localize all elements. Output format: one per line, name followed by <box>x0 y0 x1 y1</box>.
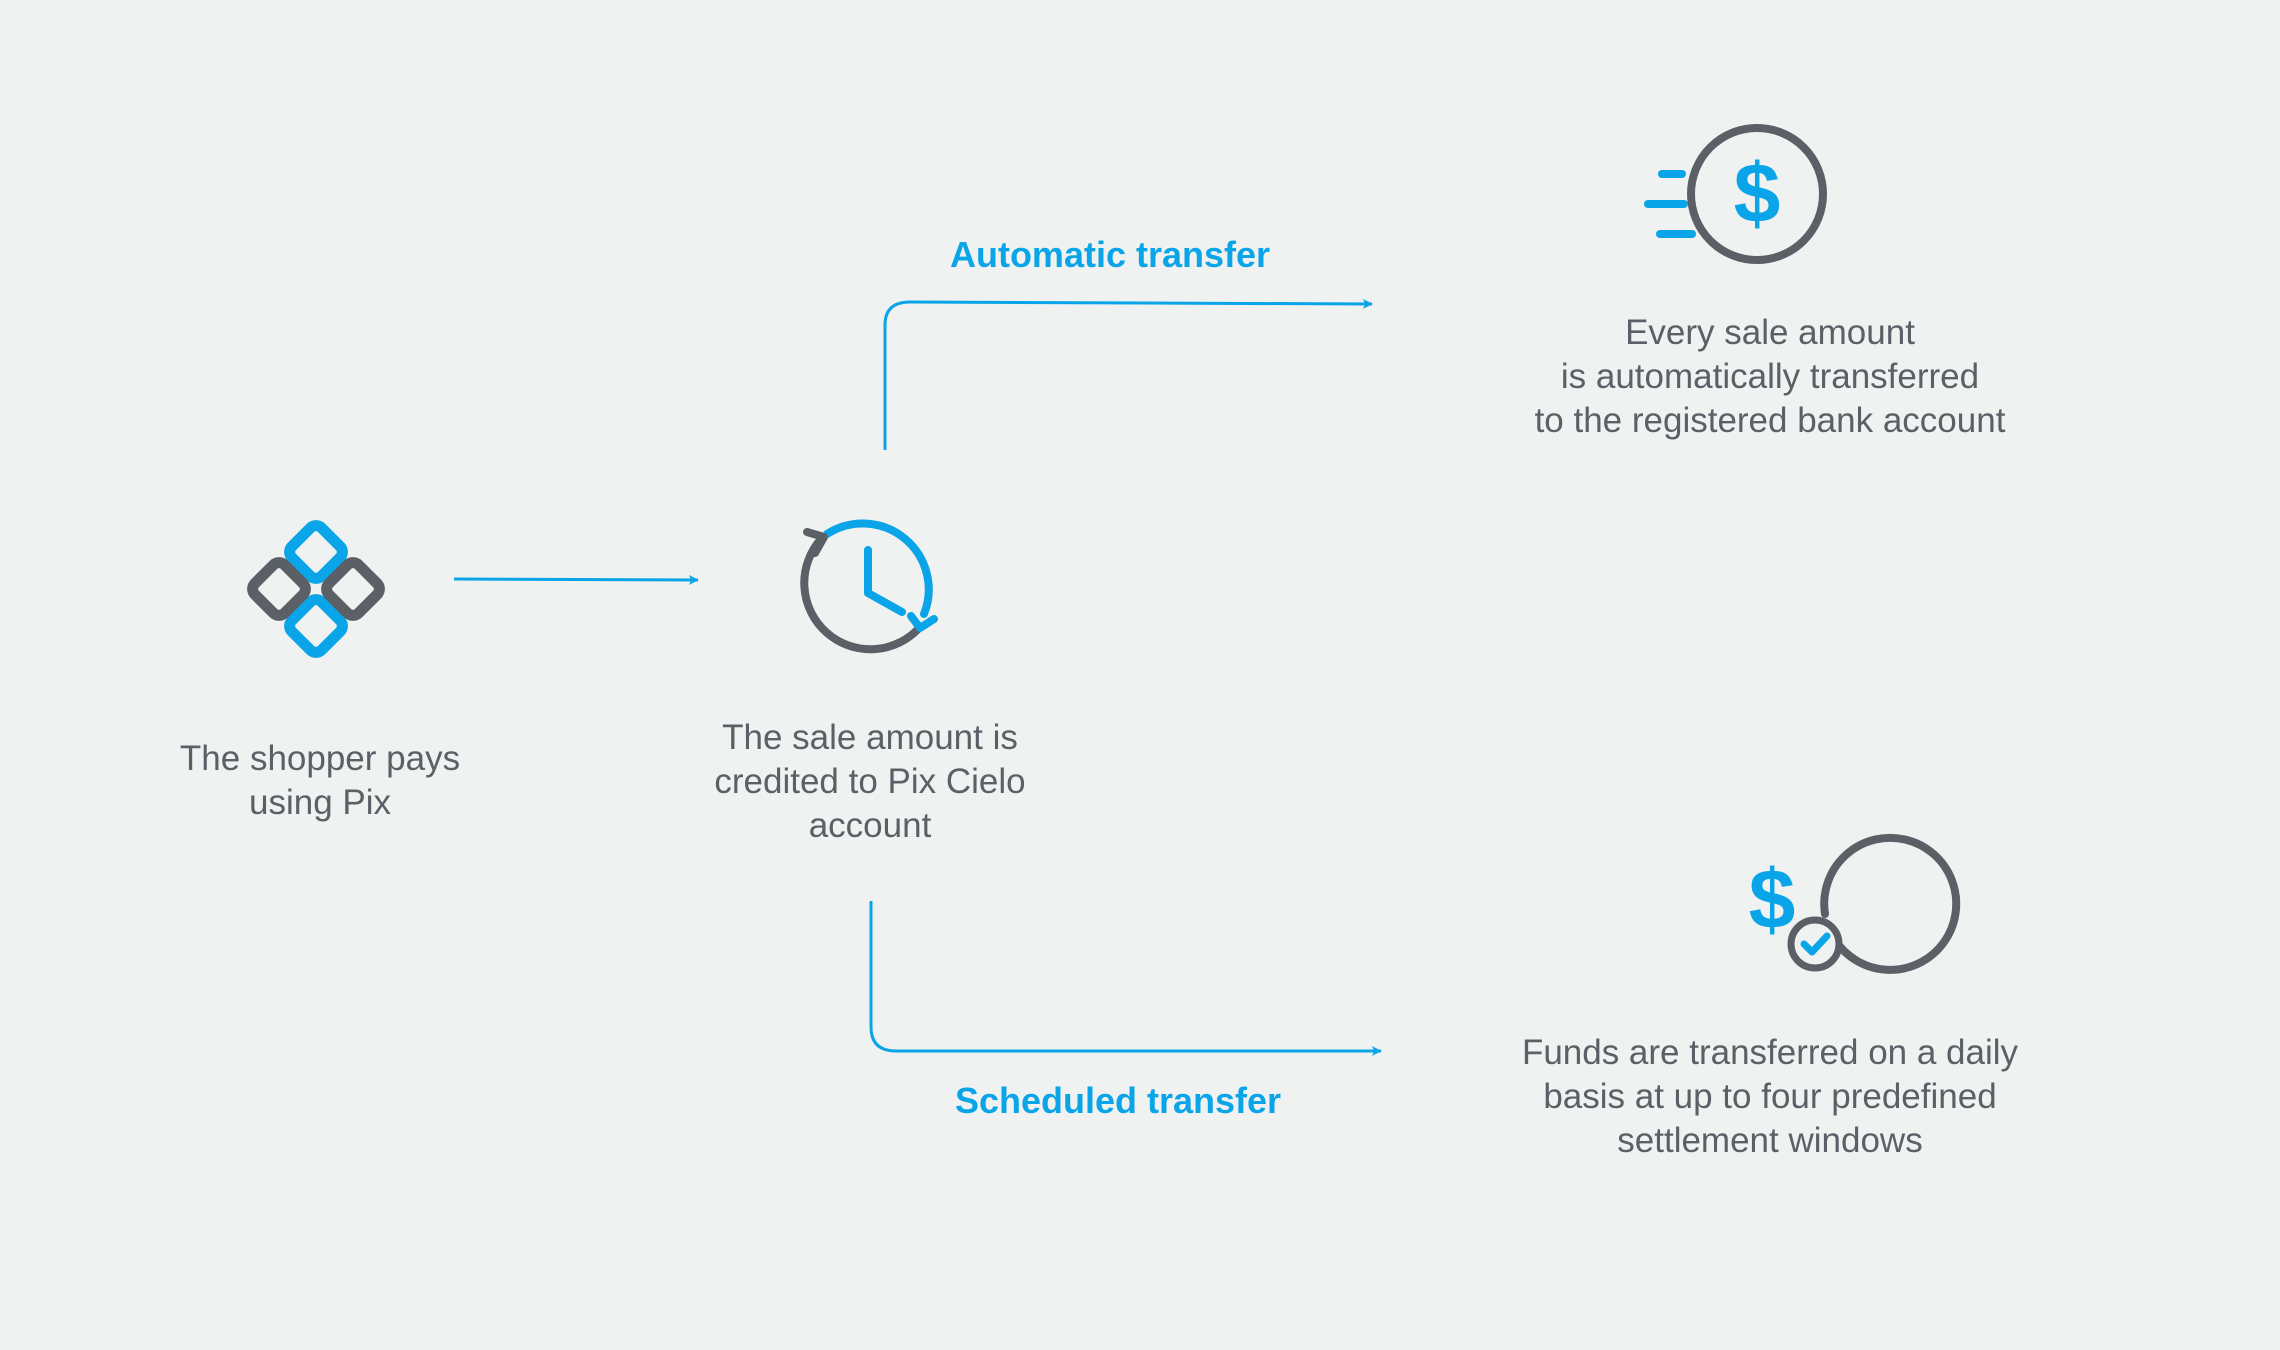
dollar-check-icon: $ <box>1749 833 1961 974</box>
sale-credited-text: The sale amount is credited to Pix Cielo… <box>714 718 1026 845</box>
shopper-pays-text: The shopper pays using Pix <box>179 739 461 822</box>
fast-dollar-icon: $ <box>1644 124 1827 264</box>
scheduled-transfer-text: Funds are transferred on a daily basis a… <box>1521 1033 2019 1160</box>
arrow-scheduled-transfer <box>869 901 1382 1056</box>
automatic-transfer-text: Every sale amount is automatically trans… <box>1534 313 2006 440</box>
arrow-pay-to-credit <box>453 574 699 585</box>
scheduled-transfer-label: Scheduled transfer <box>954 1080 1282 1121</box>
svg-text:$: $ <box>1734 146 1781 240</box>
svg-text:$: $ <box>1749 852 1796 946</box>
pix-logo-icon <box>247 520 385 658</box>
arrow-automatic-transfer <box>883 298 1373 450</box>
automatic-transfer-label: Automatic transfer <box>949 234 1271 275</box>
clock-cycle-icon <box>800 519 938 654</box>
